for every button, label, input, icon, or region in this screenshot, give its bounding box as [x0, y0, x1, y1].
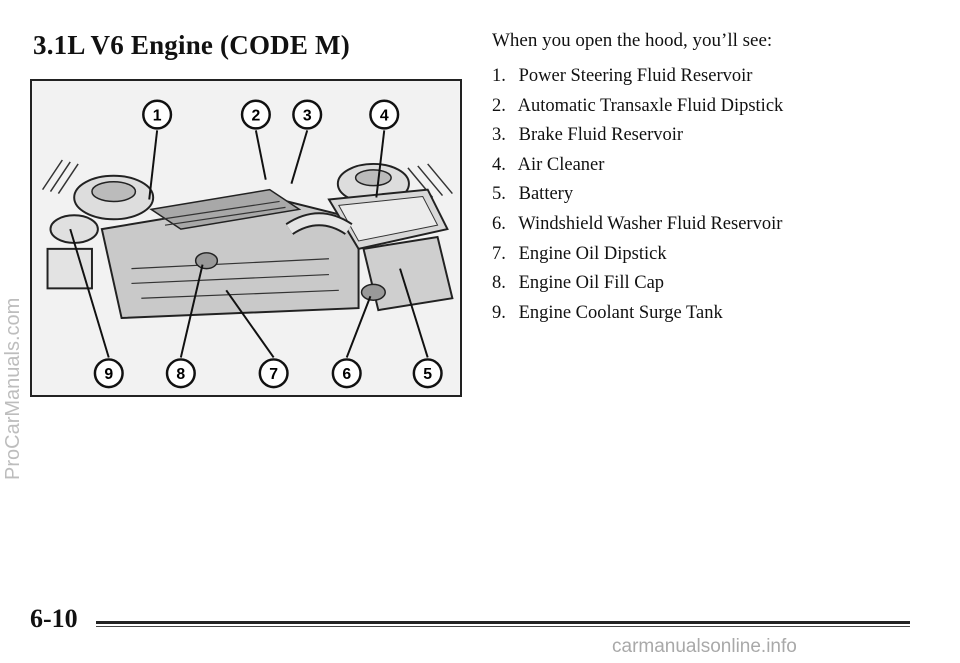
page-number: 6-10	[30, 604, 78, 633]
list-item-label: Battery	[518, 184, 574, 205]
side-watermark: ProCarManuals.com	[2, 297, 24, 480]
callout-3: 3	[292, 99, 323, 130]
list-item: 6. Windshield Washer Fluid Reservoir	[492, 210, 783, 240]
engine-compartment-figure: 1 2 3 4 9 8 7 6	[30, 79, 462, 397]
callout-8-label: 8	[176, 366, 185, 383]
list-item-label: Air Cleaner	[517, 154, 605, 175]
list-item: 7. Engine Oil Dipstick	[492, 240, 783, 270]
list-item-label: Engine Oil Dipstick	[518, 243, 667, 264]
list-item-label: Automatic Transaxle Fluid Dipstick	[517, 95, 784, 116]
list-item-number: 5.	[492, 184, 506, 205]
callout-4: 4	[369, 99, 400, 130]
callout-7-label: 7	[269, 366, 278, 383]
list-item-label: Power Steering Fluid Reservoir	[518, 66, 753, 86]
list-item-number: 3.	[492, 125, 506, 146]
intro-text: When you open the hood, you’ll see:	[492, 30, 773, 51]
list-item-number: 4.	[492, 154, 506, 175]
footer-rule	[96, 621, 910, 624]
list-item: 1. Power Steering Fluid Reservoir	[492, 62, 783, 92]
list-item-number: 9.	[492, 302, 506, 323]
list-item-number: 1.	[492, 66, 506, 86]
callout-4-label: 4	[380, 107, 389, 124]
list-item-label: Engine Coolant Surge Tank	[518, 302, 723, 323]
engine-illustration: 1 2 3 4 9 8 7 6	[32, 81, 460, 395]
list-item-number: 8.	[492, 273, 506, 294]
callout-9-label: 9	[104, 366, 113, 383]
footer-rule-thin	[96, 626, 910, 627]
callout-1-label: 1	[153, 107, 162, 124]
callout-5: 5	[412, 358, 443, 389]
list-item: 5. Battery	[492, 180, 783, 210]
list-item-number: 2.	[492, 95, 506, 116]
callout-7: 7	[258, 358, 289, 389]
callout-3-label: 3	[303, 107, 312, 124]
callout-2: 2	[240, 99, 271, 130]
list-item: 9. Engine Coolant Surge Tank	[492, 299, 783, 329]
list-item: 8. Engine Oil Fill Cap	[492, 269, 783, 299]
list-item-label: Brake Fluid Reservoir	[518, 125, 684, 146]
bottom-watermark: carmanualsonline.info	[612, 636, 797, 657]
callout-6: 6	[331, 358, 362, 389]
callout-1: 1	[142, 99, 173, 130]
callout-8: 8	[165, 358, 196, 389]
callout-9: 9	[93, 358, 124, 389]
list-item-number: 7.	[492, 243, 506, 264]
page-title: 3.1L V6 Engine (CODE M)	[33, 30, 350, 60]
list-item: 3. Brake Fluid Reservoir	[492, 121, 783, 151]
list-item: 4. Air Cleaner	[492, 151, 783, 181]
list-item-label: Engine Oil Fill Cap	[518, 273, 665, 294]
list-item-label: Windshield Washer Fluid Reservoir	[518, 213, 783, 234]
callout-2-label: 2	[251, 107, 260, 124]
callout-5-label: 5	[423, 366, 432, 383]
list-item-number: 6.	[492, 213, 506, 234]
component-list: 1. Power Steering Fluid Reservoir 2. Aut…	[492, 62, 783, 328]
list-item: 2. Automatic Transaxle Fluid Dipstick	[492, 92, 783, 122]
callout-6-label: 6	[342, 366, 351, 383]
